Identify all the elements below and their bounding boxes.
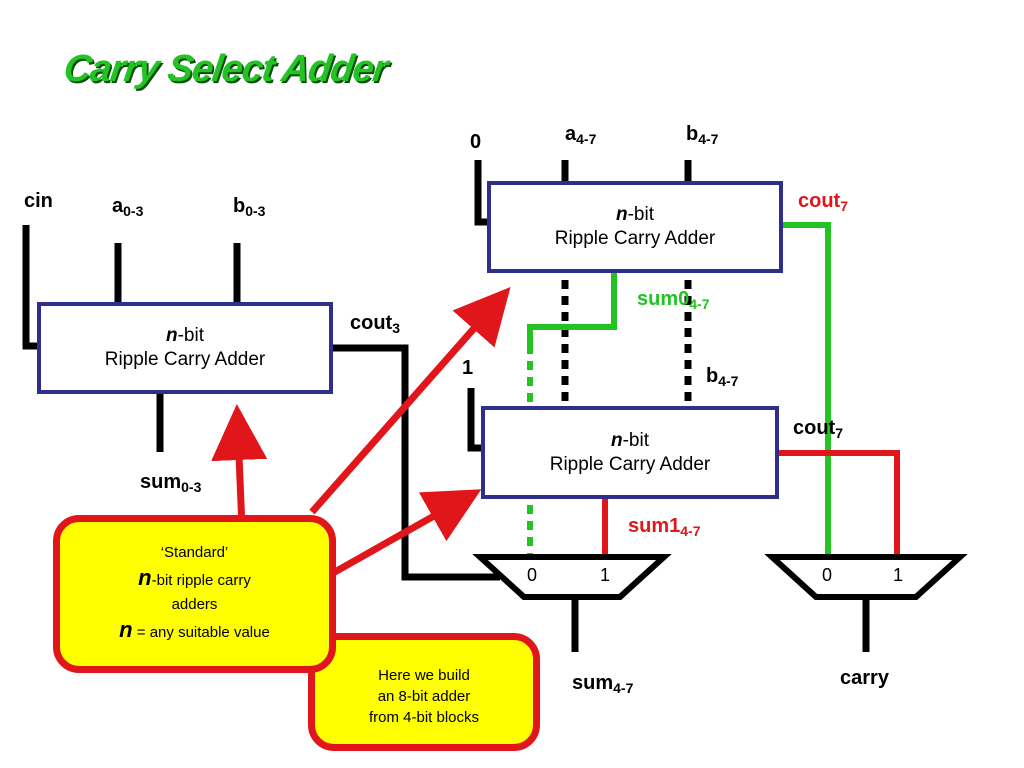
adder-high-top-suffix: -bit (627, 204, 654, 226)
label-carry: carry (840, 667, 889, 689)
cout7-mid-wire (776, 450, 900, 557)
note-right: Here we build an 8-bit adder from 4-bit … (308, 633, 540, 751)
note-left-line2: -bit ripple carry (151, 572, 251, 590)
arrow-to-mid-adder (331, 489, 482, 577)
cout3-wire (330, 344, 500, 581)
sum-mux-in0: 0 (527, 565, 538, 585)
label-sum0-text: sum0 (637, 288, 690, 310)
cout7-top-wire (780, 222, 831, 557)
adder-high-mid-n: n (610, 429, 623, 451)
label-b-high-top-sub: 4-7 (698, 131, 719, 147)
cin-wire (22, 225, 40, 350)
label-b-low-text: b (233, 195, 246, 217)
label-b-high-mid-sub: 4-7 (718, 373, 739, 389)
adder-high-mid: n-bit Ripple Carry Adder (481, 406, 779, 499)
label-b-high-top: b4-7 (686, 124, 718, 146)
label-cout7-mid-sub: 7 (835, 425, 844, 441)
label-cout3-text: cout (350, 312, 393, 334)
label-cout7-mid-text: cout (793, 417, 836, 439)
label-b-high-mid: b4-7 (706, 366, 738, 388)
label-a-low-sub: 0-3 (123, 203, 144, 219)
sum-mux-in1: 1 (600, 565, 611, 585)
label-b-high-top-text: b (686, 123, 699, 145)
label-sum-high-text: sum (572, 672, 614, 694)
arrow-to-top-adder (309, 287, 511, 515)
label-cout3: cout3 (350, 313, 400, 335)
carry-mux (764, 554, 968, 600)
const0-wire (474, 160, 490, 226)
label-a-low: a0-3 (112, 196, 143, 218)
arrow-to-lower-adder (211, 404, 268, 529)
note-left-n: n (138, 565, 152, 591)
label-const1: 1 (462, 357, 474, 379)
label-a-low-text: a (112, 195, 124, 217)
note-left-line4: = any suitable value (132, 624, 270, 641)
note-left-n2: n (119, 617, 133, 642)
label-a-high-sub: 4-7 (576, 131, 597, 147)
label-cout7-top-sub: 7 (840, 198, 849, 214)
note-left-line3: adders (171, 596, 218, 613)
label-sum1-sub: 4-7 (680, 523, 701, 539)
label-a-high: a4-7 (565, 124, 596, 146)
adder-high-top-n: n (615, 204, 628, 226)
label-cout7-mid: cout7 (793, 418, 843, 440)
note-left-line1: ‘Standard’ (160, 544, 229, 562)
carry-mux-in1: 1 (893, 565, 904, 585)
note-right-line1: Here we build (378, 666, 470, 684)
label-cin: cin (24, 190, 53, 212)
adder-low-name: Ripple Carry Adder (104, 349, 266, 370)
label-sum-high: sum4-7 (572, 673, 633, 695)
label-sum1-text: sum1 (628, 515, 681, 537)
note-right-line3: from 4-bit blocks (368, 708, 480, 726)
adder-high-mid-suffix: -bit (622, 429, 649, 451)
label-const0: 0 (470, 131, 482, 153)
label-b-high-mid-text: b (706, 365, 719, 387)
label-cout7-top: cout7 (798, 191, 848, 213)
sum-mux (472, 554, 672, 600)
label-cout3-sub: 3 (392, 320, 401, 336)
adder-low-suffix: -bit (177, 325, 204, 347)
label-cout7-top-text: cout (798, 190, 841, 212)
label-sum1: sum14-7 (628, 516, 700, 538)
label-sum0-sub: 4-7 (689, 296, 710, 312)
adder-low: n-bit Ripple Carry Adder (37, 302, 333, 394)
slide-title: Carry Select Adder (61, 48, 390, 90)
label-a-high-text: a (565, 123, 577, 145)
label-sum-low: sum0-3 (140, 472, 201, 494)
label-sum0: sum04-7 (637, 289, 709, 311)
sum0-wire (527, 272, 617, 345)
adder-high-mid-name: Ripple Carry Adder (549, 453, 711, 475)
const1-wire (467, 388, 484, 452)
label-sum-low-text: sum (140, 471, 182, 493)
note-left: ‘Standard’ n-bit ripple carry adders n =… (53, 515, 336, 673)
label-sum-high-sub: 4-7 (613, 680, 634, 696)
note-right-line2: an 8-bit adder (377, 687, 471, 705)
label-b-low: b0-3 (233, 196, 265, 218)
label-b-low-sub: 0-3 (245, 203, 266, 219)
carry-mux-in0: 0 (822, 565, 833, 585)
adder-low-n: n (165, 325, 178, 347)
adder-high-top-name: Ripple Carry Adder (554, 228, 716, 249)
label-sum-low-sub: 0-3 (181, 479, 202, 495)
adder-high-top: n-bit Ripple Carry Adder (487, 181, 783, 273)
